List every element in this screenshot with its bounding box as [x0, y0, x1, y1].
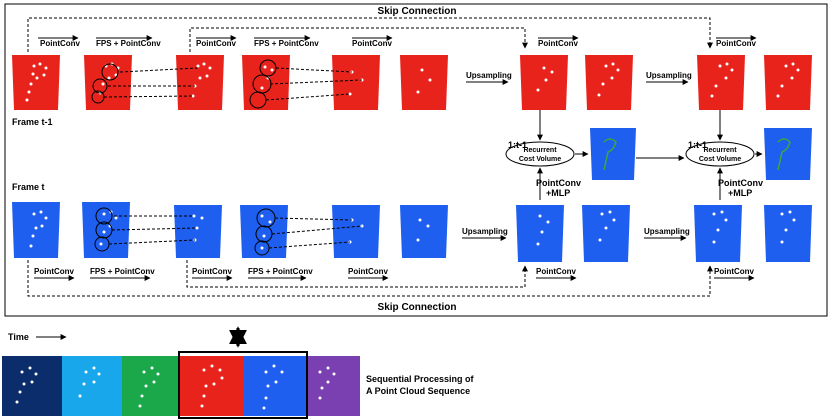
blue-panel-6: [400, 205, 448, 258]
flow-panel-2: [764, 128, 812, 180]
middle-row: Recurrent Cost Volume Recurrent Cost Vol…: [505, 110, 812, 200]
bottom-row: Frame t: [12, 182, 812, 281]
red-panel-5: [332, 55, 380, 110]
blue-panel-1: [12, 202, 60, 258]
label-fps-1: FPS + PointConv: [96, 39, 161, 48]
seq-frame-6: [306, 356, 360, 416]
rcv-2-line2: Cost Volume: [699, 156, 741, 163]
red-panel-3: [176, 55, 224, 110]
sequential-label-2: A Point Cloud Sequence: [366, 386, 470, 396]
label-pointconv-5: PointConv: [716, 39, 757, 48]
blue-panel-4: [240, 205, 288, 258]
red-panel-2: [84, 55, 132, 110]
label-pointconv-8: PointConv: [348, 267, 389, 276]
rcv-2: [685, 141, 755, 167]
rcv-1: [505, 141, 575, 167]
rcv-2-line1: Recurrent: [703, 147, 737, 154]
skip-connection-bottom-label: Skip Connection: [378, 302, 457, 313]
label-pointconv-10: PointConv: [714, 267, 755, 276]
sequence-strip: Time Sequential Processing of A Point Cl…: [2, 326, 475, 419]
blue-panel-9: [694, 205, 742, 262]
label-upsampling-1: Upsampling: [466, 71, 512, 80]
blue-panel-7: [516, 205, 564, 262]
skip-connection-top-label: Skip Connection: [378, 6, 457, 17]
frame-prev-label: Frame t-1: [12, 117, 53, 127]
red-panel-6: [400, 55, 448, 110]
flow-panel-1: [590, 128, 636, 180]
blue-panel-10: [764, 205, 812, 262]
blue-panel-2: [82, 202, 130, 258]
red-panel-10: [764, 55, 812, 110]
label-pointconv-2: PointConv: [196, 39, 237, 48]
time-label: Time: [8, 332, 29, 342]
label-pointconv-4: PointConv: [538, 39, 579, 48]
skip-connection-top: Skip Connection: [27, 6, 713, 52]
red-panel-8: [585, 55, 633, 110]
frame-cur-label: Frame t: [12, 182, 45, 192]
label-fps-4: FPS + PointConv: [248, 267, 313, 276]
label-upsampling-4: Upsampling: [644, 227, 690, 236]
skip-connection-bottom: Skip Connection: [27, 260, 713, 313]
red-panel-1: [12, 55, 60, 110]
seq-frame-3: [122, 356, 180, 416]
blue-panel-8: [582, 205, 630, 262]
label-upsampling-2: Upsampling: [646, 71, 692, 80]
rcv-1-line1: Recurrent: [523, 147, 557, 154]
seq-frame-2: [62, 356, 122, 416]
range-label-2: 1:t-1: [688, 140, 707, 150]
seq-highlight: [178, 351, 308, 419]
outer-frame: [4, 3, 828, 317]
label-pointconv-6: PointConv: [34, 267, 75, 276]
red-panel-7: [520, 55, 568, 110]
range-label-1: 1:t-1: [508, 140, 527, 150]
label-pointconv-3: PointConv: [352, 39, 393, 48]
pointconv-mlp-1-line2: +MLP: [546, 188, 570, 198]
label-fps-2: FPS + PointConv: [254, 39, 319, 48]
pointconv-mlp-1-line1: PointConv: [536, 178, 581, 188]
label-fps-3: FPS + PointConv: [90, 267, 155, 276]
blue-panel-3: [174, 205, 222, 258]
sequential-label-1: Sequential Processing of: [366, 374, 475, 384]
pointconv-mlp-2-line2: +MLP: [728, 188, 752, 198]
top-row: PointConv FPS + PointConv PointConv FPS …: [12, 35, 812, 127]
label-pointconv-9: PointConv: [536, 267, 577, 276]
red-panel-9: [697, 55, 745, 110]
label-pointconv-1: PointConv: [40, 39, 81, 48]
blue-panel-5: [332, 205, 380, 258]
rcv-1-line2: Cost Volume: [519, 156, 561, 163]
pointconv-mlp-2-line1: PointConv: [718, 178, 763, 188]
seq-frame-1: [2, 356, 62, 416]
red-panel-4: [242, 55, 290, 110]
label-upsampling-3: Upsampling: [462, 227, 508, 236]
label-pointconv-7: PointConv: [192, 267, 233, 276]
